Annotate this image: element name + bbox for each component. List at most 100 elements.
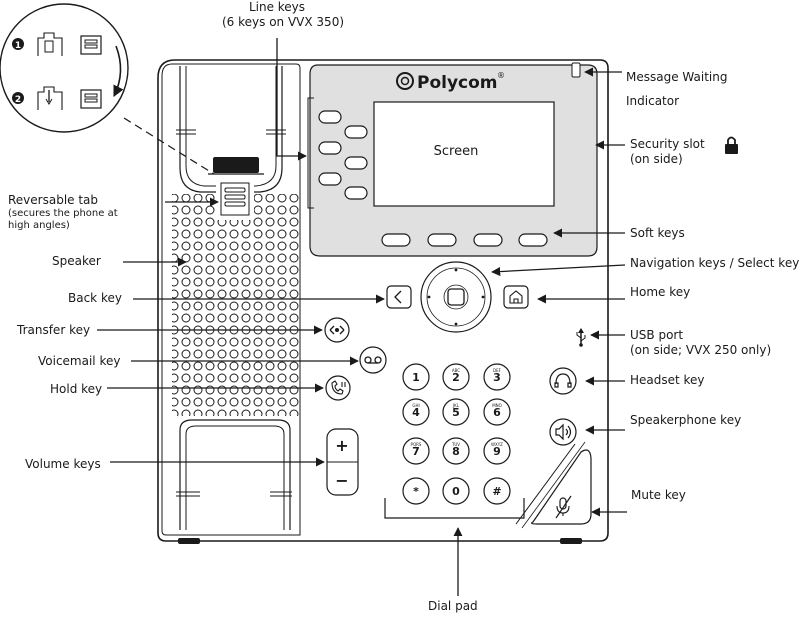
brand-mark: ® xyxy=(497,71,505,80)
dial-pad-bracket xyxy=(384,498,525,519)
voicemail-key[interactable] xyxy=(359,346,387,374)
home-icon xyxy=(509,290,523,304)
label-mute-key: Mute key xyxy=(631,488,686,502)
dial-key-digit: 8 xyxy=(452,445,460,458)
dial-key-button[interactable] xyxy=(402,398,430,426)
screen-label: Screen xyxy=(434,144,479,159)
dial-key-button[interactable] xyxy=(442,437,470,465)
dial-key-digit: # xyxy=(492,485,501,498)
dial-key[interactable]: 0 xyxy=(442,477,470,505)
soft-key[interactable] xyxy=(427,233,457,247)
tab-insertion-inset: 1 2 xyxy=(0,3,215,175)
label-headset-key: Headset key xyxy=(630,373,705,387)
dial-key-letters: TUV xyxy=(451,442,460,447)
transfer-key[interactable] xyxy=(324,317,350,343)
line-key[interactable] xyxy=(344,125,368,139)
dial-key-digit: 9 xyxy=(493,445,501,458)
home-key[interactable] xyxy=(503,285,529,309)
speaker-grille xyxy=(172,182,300,416)
dial-key-letters: ABC xyxy=(452,368,460,373)
speakerphone-icon xyxy=(555,423,572,441)
dial-key-button[interactable] xyxy=(483,437,511,465)
callout-lines xyxy=(97,38,627,596)
mute-key[interactable] xyxy=(515,441,592,529)
screen: Screen xyxy=(373,101,555,207)
line-key[interactable] xyxy=(318,110,342,124)
label-reversable-tab-note-1: (secures the phone at xyxy=(8,208,118,219)
dial-key-button[interactable] xyxy=(442,398,470,426)
label-line-keys-note: (6 keys on VVX 350) xyxy=(222,15,345,29)
label-home-key: Home key xyxy=(630,285,691,299)
dial-key-letters: MNO xyxy=(492,403,502,408)
label-usb-port: USB port (on side; VVX 250 only) xyxy=(630,328,771,358)
dial-key[interactable]: 1 xyxy=(402,363,430,391)
usb-icon xyxy=(576,328,586,347)
label-soft-keys: Soft keys xyxy=(630,226,685,240)
line-key[interactable] xyxy=(318,141,342,155)
voicemail-icon xyxy=(364,356,382,364)
label-hold-key: Hold key xyxy=(50,382,103,396)
dial-key-digit: 0 xyxy=(452,485,460,498)
dial-key-digit: 7 xyxy=(412,445,420,458)
dial-key[interactable]: # xyxy=(483,477,511,505)
dial-key-button[interactable] xyxy=(483,477,511,505)
label-security-slot-title: Security slot xyxy=(630,137,705,151)
hold-key[interactable] xyxy=(325,375,351,401)
volume-down-key[interactable]: − xyxy=(335,471,348,490)
dial-key-button[interactable] xyxy=(483,398,511,426)
soft-key[interactable] xyxy=(473,233,503,247)
dial-key-button[interactable] xyxy=(442,477,470,505)
speakerphone-key[interactable] xyxy=(549,418,577,446)
label-voicemail-key: Voicemail key xyxy=(38,354,121,368)
back-key[interactable] xyxy=(386,285,412,309)
dial-key-digit: 2 xyxy=(452,371,460,384)
dial-key[interactable]: * xyxy=(402,477,430,505)
label-security-slot-note: (on side) xyxy=(630,152,683,166)
label-volume-keys: Volume keys xyxy=(25,457,101,471)
label-usb-port-note: (on side; VVX 250 only) xyxy=(630,343,772,357)
dial-key-digit: 3 xyxy=(493,371,501,384)
brand-logo: Polycom ® xyxy=(396,71,505,93)
back-chevron-icon xyxy=(394,290,402,304)
dial-key-digit: 6 xyxy=(493,406,501,419)
label-transfer-key: Transfer key xyxy=(17,323,91,337)
line-keys xyxy=(318,110,368,200)
dial-key-button[interactable] xyxy=(483,363,511,391)
volume-up-key[interactable]: + xyxy=(335,436,348,455)
label-reversable-tab-note: (secures the phone at high angles) xyxy=(8,208,118,232)
dial-key-button[interactable] xyxy=(442,363,470,391)
line-key[interactable] xyxy=(318,172,342,186)
inset-step-2: 2 xyxy=(15,95,21,105)
select-key[interactable] xyxy=(447,288,465,306)
brand-name: Polycom xyxy=(417,73,498,93)
dial-key-button[interactable] xyxy=(402,363,430,391)
headset-icon xyxy=(554,373,572,388)
dial-key-letters: WXYZ xyxy=(491,442,503,447)
headset-key[interactable] xyxy=(549,367,577,395)
mute-microphone-icon xyxy=(555,495,572,519)
line-key[interactable] xyxy=(344,156,368,170)
soft-key[interactable] xyxy=(381,233,411,247)
label-dial-pad: Dial pad xyxy=(428,599,478,613)
handset-hook-lower xyxy=(176,419,292,530)
dial-key-digit: 5 xyxy=(452,406,460,419)
dial-key-button[interactable] xyxy=(402,477,430,505)
label-speakerphone-key: Speakerphone key xyxy=(630,413,742,427)
label-message-waiting: Message Waiting Indicator xyxy=(626,65,727,113)
soft-key[interactable] xyxy=(518,233,548,247)
label-usb-port-title: USB port xyxy=(630,328,684,342)
label-message-waiting-line2: Indicator xyxy=(626,94,680,108)
label-line-keys: Line keys (6 keys on VVX 350) xyxy=(222,0,345,30)
volume-keys: + − xyxy=(326,428,359,496)
dial-key-button[interactable] xyxy=(402,437,430,465)
line-key[interactable] xyxy=(344,186,368,200)
